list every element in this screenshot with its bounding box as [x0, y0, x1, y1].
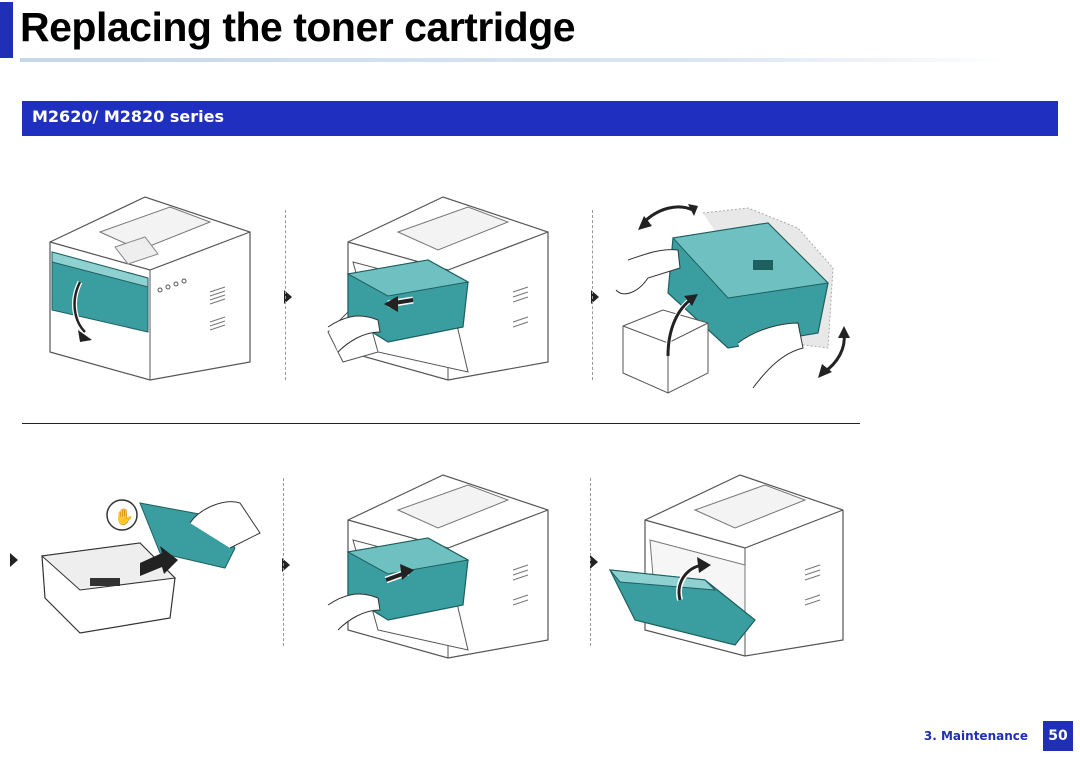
section-header: M2620/ M2820 series [22, 101, 1058, 136]
page-title: Replacing the toner cartridge [20, 4, 576, 50]
page-number-badge: 50 [1043, 721, 1073, 751]
dashed-separator [592, 210, 593, 380]
step-arrow [282, 558, 290, 572]
step-arrow [591, 290, 599, 304]
step-3-shake-cartridge-illustration [615, 204, 850, 394]
dashed-separator [283, 478, 284, 646]
dashed-separator [590, 478, 591, 646]
step-5-insert-cartridge-illustration [327, 474, 549, 659]
title-accent-bar [0, 2, 13, 58]
section-title: M2620/ M2820 series [32, 107, 225, 126]
step-arrow [284, 290, 292, 304]
step-1-open-cover-illustration [49, 196, 251, 381]
row-divider [22, 423, 860, 424]
step-2-remove-cartridge-illustration [327, 196, 549, 381]
svg-text:✋: ✋ [114, 507, 134, 526]
step-4-remove-protective-cover-illustration: ✋ [40, 499, 261, 634]
dashed-separator [285, 210, 286, 380]
step-arrow [10, 553, 18, 567]
title-underline [20, 58, 1010, 62]
step-6-close-cover-illustration [608, 474, 844, 657]
footer-chapter-link[interactable]: 3. Maintenance [923, 729, 1028, 743]
step-arrow [590, 555, 598, 569]
